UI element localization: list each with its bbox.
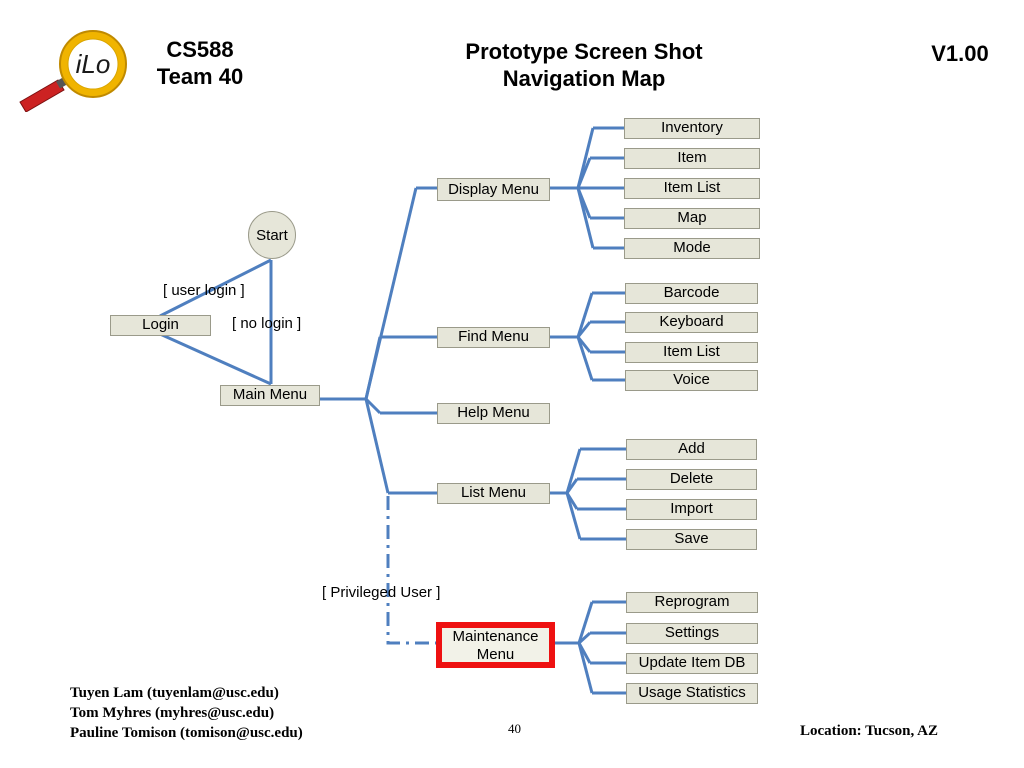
- find-item: Voice: [625, 370, 758, 391]
- team-name: Team 40: [156, 64, 244, 89]
- course-code: CS588: [166, 37, 234, 62]
- magnifier-logo: iLo: [19, 30, 127, 112]
- no-login-label: [ no login ]: [232, 315, 302, 332]
- author-list: Tuyen Lam (tuyenlam@usc.edu) Tom Myhres …: [70, 683, 303, 743]
- display-item: Mode: [624, 238, 760, 259]
- user-login-label: [ user login ]: [163, 282, 245, 299]
- list-item: Add: [626, 439, 757, 460]
- title-line-2: Navigation Map: [502, 66, 666, 91]
- author: Tom Myhres (myhres@usc.edu): [70, 705, 275, 721]
- find-item: Keyboard: [625, 312, 758, 333]
- location-label: Location: Tucson, AZ: [800, 723, 938, 739]
- login-node: Login: [110, 315, 211, 336]
- page-number: 40: [508, 721, 521, 736]
- author: Tuyen Lam (tuyenlam@usc.edu): [70, 685, 279, 701]
- privileged-user-label: [ Privileged User ]: [322, 584, 441, 601]
- find-item: Barcode: [625, 283, 758, 304]
- display-menu-node: Display Menu: [437, 178, 550, 201]
- list-item: Delete: [626, 469, 757, 490]
- logo-text: iLo: [76, 49, 111, 79]
- main-menu-node: Main Menu: [220, 385, 320, 406]
- display-item: Item: [624, 148, 760, 169]
- display-item: Item List: [624, 178, 760, 199]
- title-line-1: Prototype Screen Shot: [465, 39, 703, 64]
- list-item: Import: [626, 499, 757, 520]
- maintenance-item: Update Item DB: [626, 653, 758, 674]
- maintenance-menu-node: Maintenance Menu: [436, 622, 555, 668]
- maintenance-item: Usage Statistics: [626, 683, 758, 704]
- version-label: V1.00: [931, 41, 989, 66]
- help-menu-node: Help Menu: [437, 403, 550, 424]
- list-item: Save: [626, 529, 757, 550]
- maintenance-item: Settings: [626, 623, 758, 644]
- find-menu-node: Find Menu: [437, 327, 550, 348]
- author: Pauline Tomison (tomison@usc.edu): [70, 725, 303, 741]
- display-item: Map: [624, 208, 760, 229]
- find-item: Item List: [625, 342, 758, 363]
- display-item: Inventory: [624, 118, 760, 139]
- maintenance-item: Reprogram: [626, 592, 758, 613]
- list-menu-node: List Menu: [437, 483, 550, 504]
- page-title: Prototype Screen Shot Navigation Map: [384, 38, 784, 92]
- start-node: Start: [248, 211, 296, 259]
- course-title: CS588 Team 40: [120, 36, 280, 90]
